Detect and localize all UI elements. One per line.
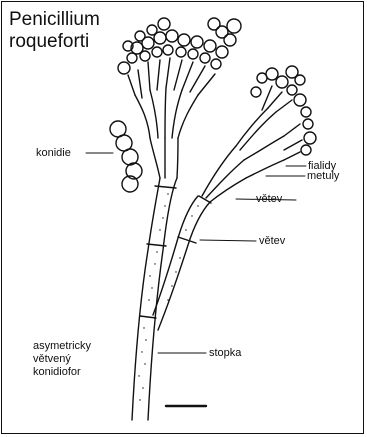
label-vetev-lower: větev <box>259 235 285 248</box>
konidiofor-line-2: větvený <box>33 353 91 366</box>
label-metuly: metuly <box>307 170 339 183</box>
branch-head <box>202 86 302 202</box>
konidiofor-line-1: asymetricky <box>33 340 91 353</box>
stalk-stippling <box>138 193 198 400</box>
main-head <box>128 58 215 178</box>
label-stopka: stopka <box>209 347 241 360</box>
label-konidie: konidie <box>36 147 71 160</box>
konidiofor-line-3: konidiofor <box>33 366 91 379</box>
label-vetev-upper: větev <box>256 193 282 206</box>
label-konidiofor: asymetricky větvený konidiofor <box>33 340 91 379</box>
conidia-chain <box>110 121 142 192</box>
leader-lines <box>86 153 306 353</box>
